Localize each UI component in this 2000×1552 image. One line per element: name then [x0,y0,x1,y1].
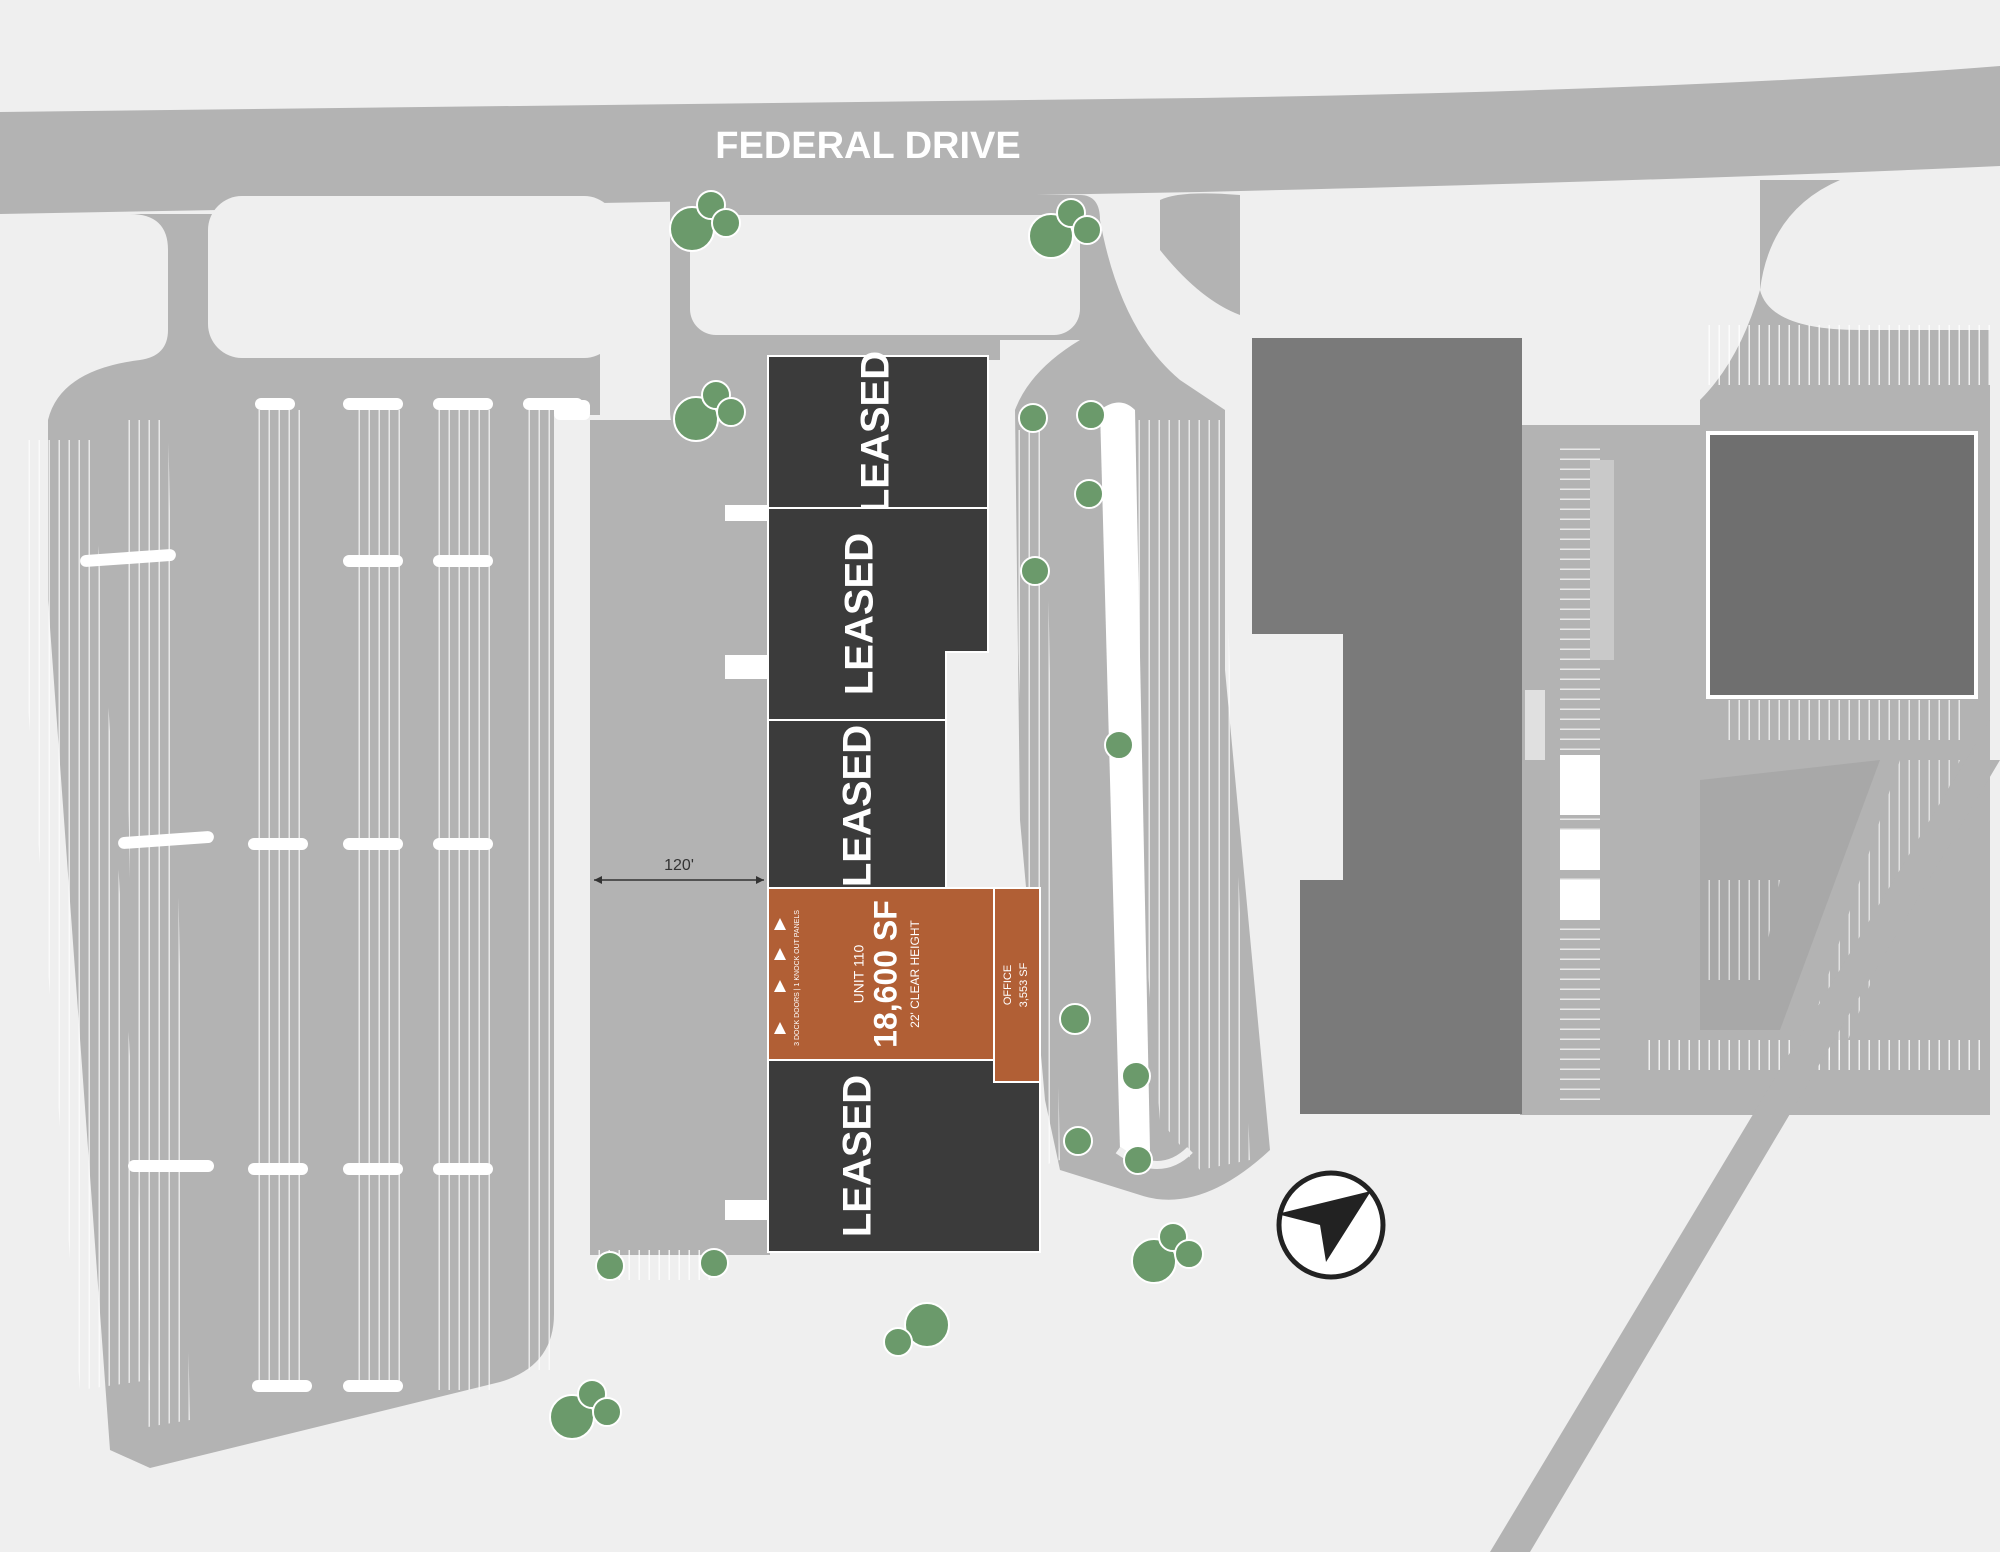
dock-door-icon [774,980,786,992]
building-status-label: LEASED [854,351,898,513]
dock-door-icon [774,948,786,960]
landscaping-trees [549,190,1204,1440]
road-name-label: FEDERAL DRIVE [715,125,1020,167]
truck-court [590,195,1100,1280]
east-parking-lot [1490,180,2000,1552]
truck-court-depth-dimension: 120' [594,857,764,884]
building-suite-b[interactable]: LEASED [767,507,989,721]
dock-door-icon [774,1022,786,1034]
dock-doors-label: 3 DOCK DOORS | 1 KNOCK OUT PANELS [794,910,801,1046]
office-area-label: 3,553 SF [1018,962,1030,1007]
clear-height-label: 22' CLEAR HEIGHT [908,920,922,1028]
building-status-label: LEASED [836,1075,880,1237]
dimension-label: 120' [664,857,694,874]
unit-area-label: 18,600 SF [867,900,903,1048]
middle-parking-lot [1015,193,1270,1200]
office-area[interactable] [993,887,1041,1083]
building-suite-c[interactable]: LEASED [767,719,947,889]
landscape-island [208,196,618,358]
neighbor-building-northeast [1706,431,1978,740]
neighbor-building-east [1252,338,1522,1114]
left-parking-lot [0,196,618,1468]
office-label: OFFICE [1002,965,1014,1005]
building-status-label: LEASED [836,725,880,887]
building-suite-e[interactable]: LEASED [767,1059,1041,1253]
building-suite-a[interactable]: LEASED [767,351,989,513]
knock-out-panel-icon [774,918,786,930]
unit-110-available[interactable]: UNIT 110 18,600 SF 22' CLEAR HEIGHT 3 DO… [767,887,1041,1083]
north-arrow-icon [1276,1170,1386,1280]
dock-door-markers [774,918,786,1034]
building-status-label: LEASED [838,533,882,695]
unit-name-label: UNIT 110 [851,944,867,1003]
federal-drive-road [0,66,2000,214]
